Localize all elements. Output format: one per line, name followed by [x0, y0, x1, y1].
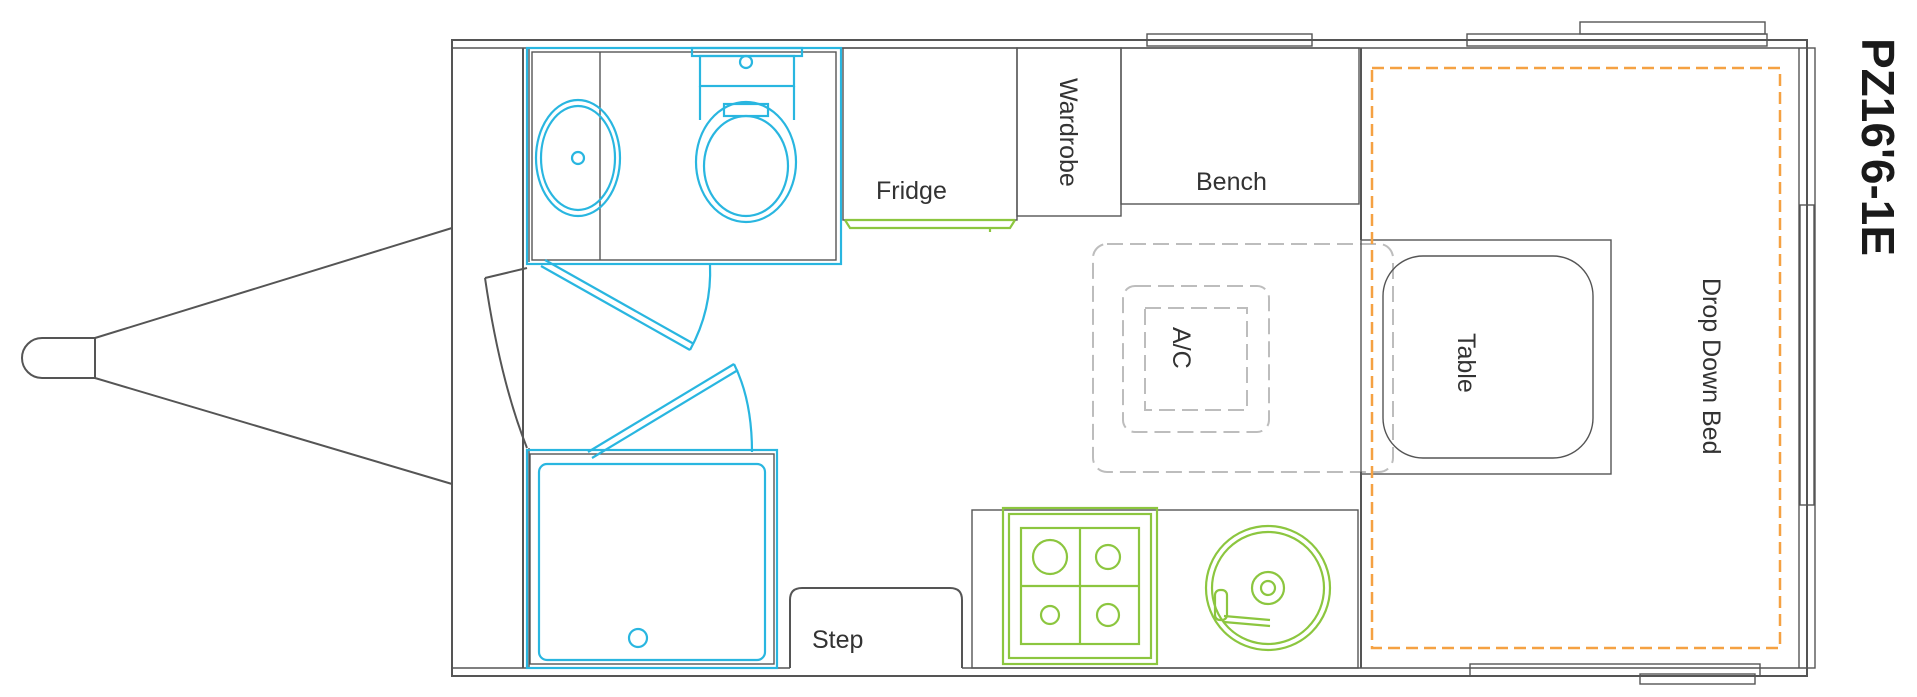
step-label: Step	[812, 626, 863, 654]
ac-unit	[1092, 243, 1394, 473]
fridge-label: Fridge	[876, 177, 947, 205]
front-door	[484, 267, 528, 449]
table-label: Table	[1452, 333, 1480, 393]
ac-label: A/C	[1167, 327, 1195, 369]
drawbar-hitch	[21, 227, 453, 485]
toilet-icon	[690, 46, 804, 224]
wardrobe-label: Wardrobe	[1054, 78, 1082, 187]
shower-drain-icon	[627, 627, 649, 649]
bench-label: Bench	[1196, 168, 1267, 196]
kitchen-counter	[971, 506, 1359, 669]
outer-walls	[451, 39, 1808, 677]
entry-step	[789, 587, 963, 668]
dinette	[1360, 48, 1612, 668]
bathroom	[525, 46, 843, 351]
basin-icon	[534, 98, 622, 218]
bed-label: Drop Down Bed	[1697, 278, 1725, 454]
model-title: PZ16'6-1E	[1852, 38, 1904, 256]
shower	[525, 363, 779, 670]
bench	[1120, 47, 1360, 205]
sink-icon	[1204, 524, 1332, 652]
drop-down-bed	[1370, 66, 1782, 650]
windows	[1146, 21, 1816, 685]
cooktop-icon	[1001, 506, 1159, 666]
